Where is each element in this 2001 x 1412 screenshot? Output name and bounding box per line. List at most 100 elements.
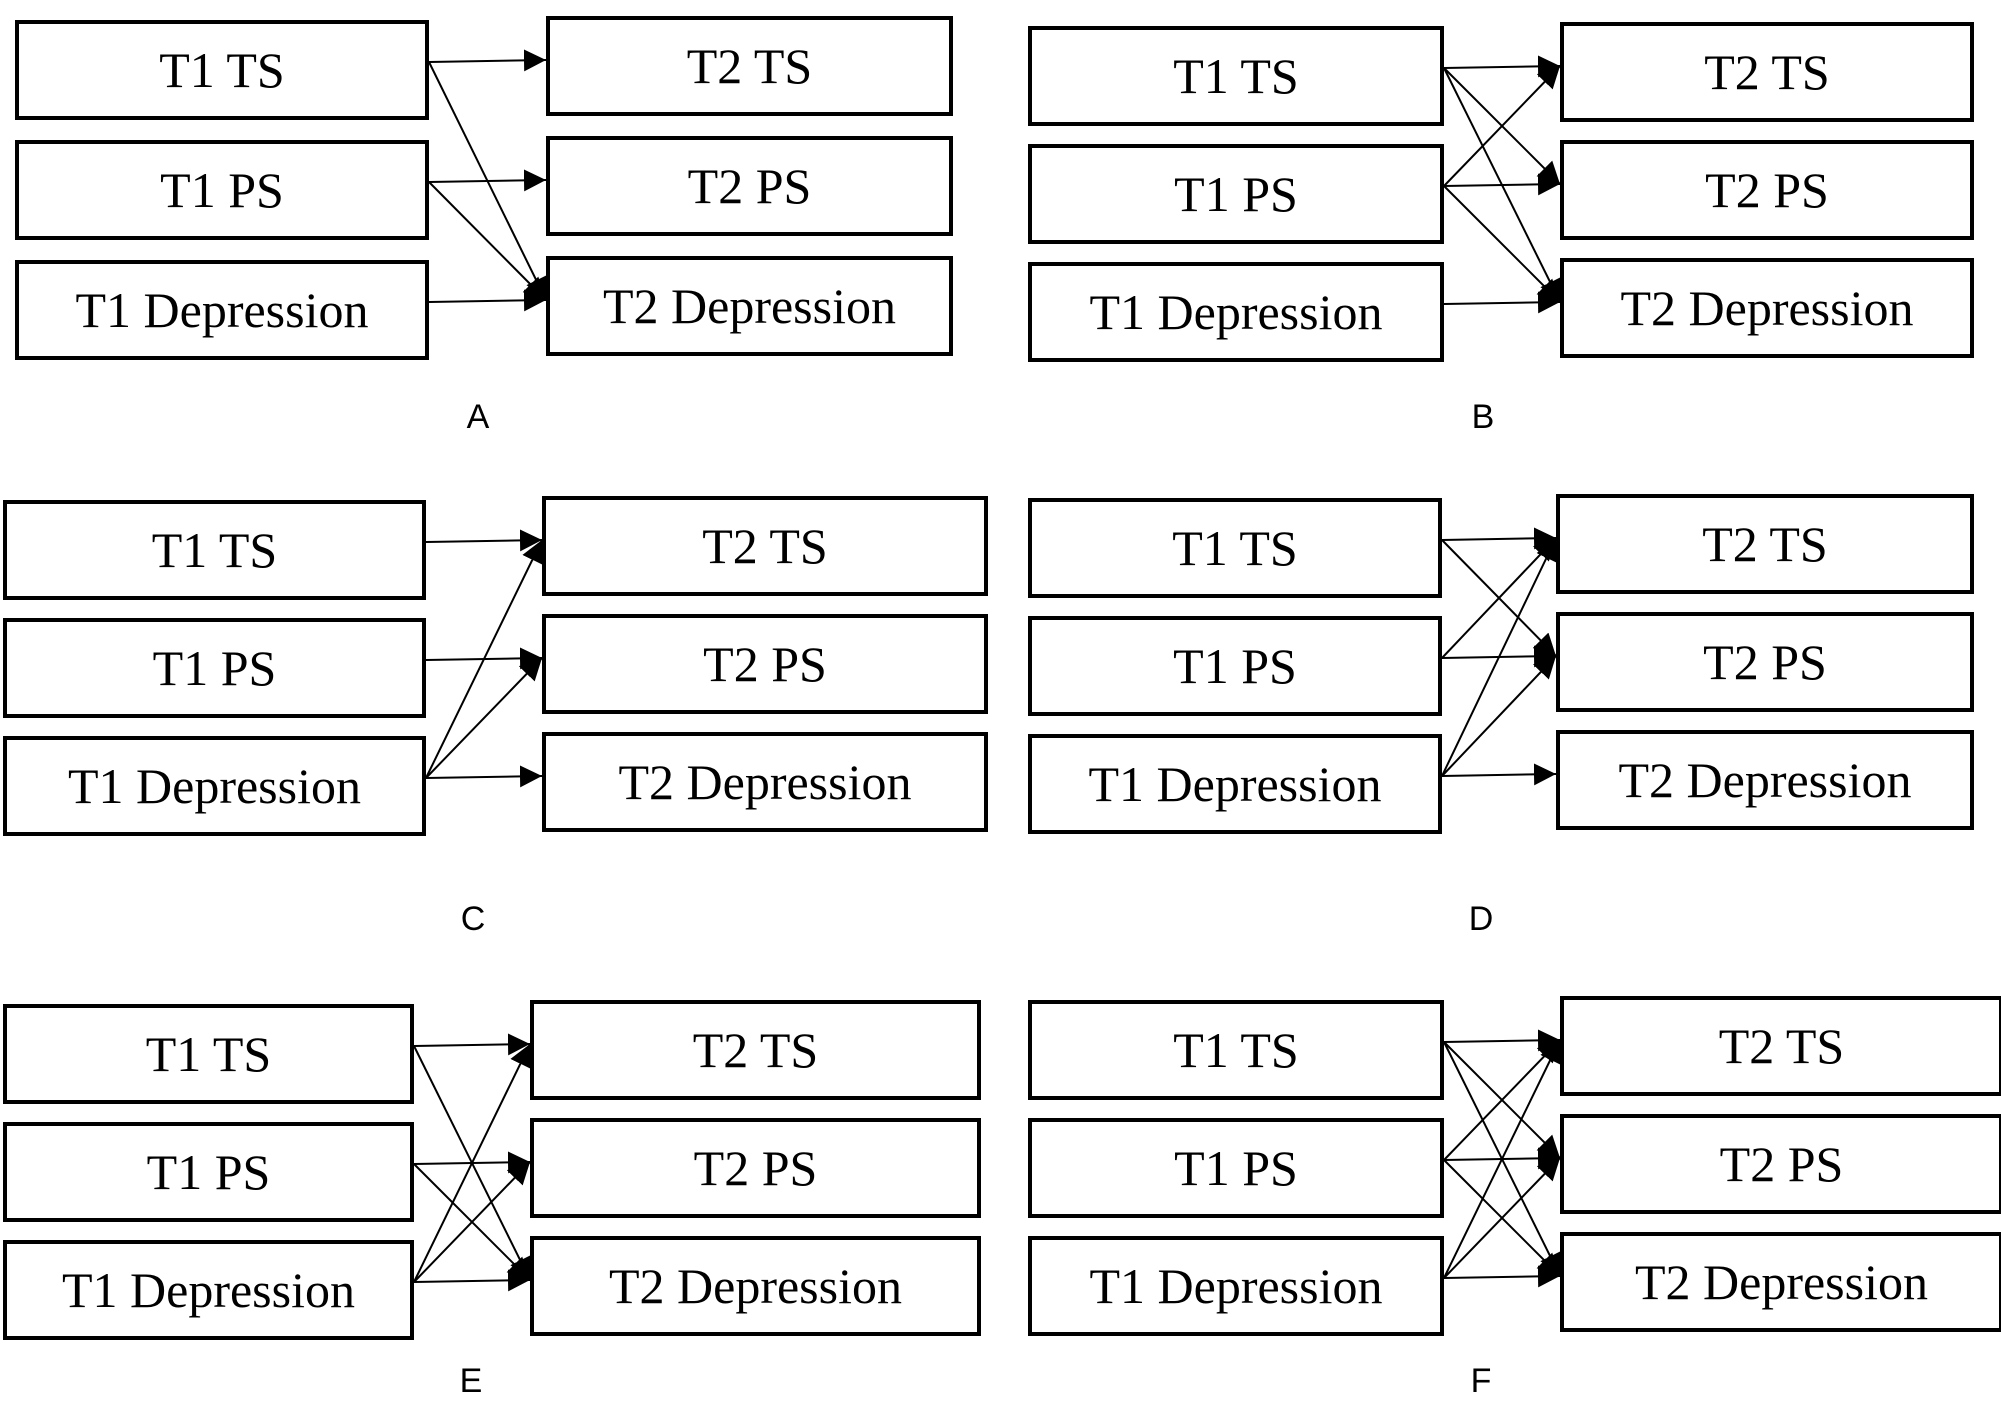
right-variable-label: T2 Depression bbox=[1635, 1254, 1928, 1310]
left-variable-label: T1 PS bbox=[1173, 638, 1297, 694]
path-arrow bbox=[1443, 1029, 1561, 1052]
path-arrow bbox=[413, 1269, 531, 1292]
left-variable-box bbox=[1028, 1118, 1444, 1218]
panel-d: T1 TS T1 PS T1 Depression T2 TS T2 PS T2 Depr… bbox=[1028, 494, 1974, 938]
right-variable-box bbox=[1556, 730, 1974, 830]
path-arrow bbox=[1441, 527, 1557, 550]
left-variable-box bbox=[1028, 616, 1442, 716]
right-variable-box bbox=[1556, 612, 1974, 712]
panel-label: E bbox=[460, 1362, 483, 1400]
path-arrow bbox=[1443, 173, 1561, 196]
right-variable-box bbox=[546, 16, 953, 116]
right-variable-box bbox=[542, 614, 988, 714]
left-variable-label: T1 Depression bbox=[1089, 756, 1382, 812]
left-variable-box bbox=[1028, 262, 1444, 362]
path-arrow bbox=[1443, 1157, 1561, 1279]
path-arrow bbox=[1441, 655, 1557, 777]
path-arrow bbox=[425, 539, 543, 779]
right-variable-box bbox=[1560, 1114, 2001, 1214]
right-variable-label: T2 TS bbox=[1702, 516, 1828, 572]
left-variable-label: T1 Depression bbox=[76, 282, 369, 338]
left-variable-label: T1 Depression bbox=[1090, 284, 1383, 340]
left-variable-box bbox=[3, 500, 426, 600]
left-variable-box bbox=[1028, 734, 1442, 834]
path-arrow bbox=[428, 181, 547, 301]
right-variable-box bbox=[1560, 258, 1974, 358]
panel-a: T1 TS T1 PS T1 Depression T2 TS T2 PS T2 Depr… bbox=[15, 16, 953, 436]
path-arrow bbox=[1441, 537, 1557, 777]
left-variable-label: T1 PS bbox=[160, 162, 284, 218]
right-variable-label: T2 Depression bbox=[603, 278, 896, 334]
left-variable-box bbox=[15, 140, 429, 240]
right-variable-box bbox=[530, 1000, 981, 1100]
left-variable-label: T1 PS bbox=[147, 1144, 271, 1200]
panel-label: D bbox=[1469, 900, 1494, 938]
left-variable-box bbox=[15, 20, 429, 120]
left-variable-label: T1 PS bbox=[1174, 166, 1298, 222]
right-variable-box bbox=[542, 496, 988, 596]
right-variable-box bbox=[1560, 996, 2001, 1096]
path-arrow bbox=[1443, 55, 1561, 78]
path-arrow bbox=[428, 289, 547, 312]
right-variable-box bbox=[1560, 140, 1974, 240]
path-arrow bbox=[1443, 291, 1561, 314]
right-variable-label: T2 TS bbox=[702, 518, 828, 574]
right-variable-label: T2 PS bbox=[694, 1140, 818, 1196]
path-arrow bbox=[1441, 763, 1557, 786]
right-variable-label: T2 Depression bbox=[1621, 280, 1914, 336]
left-variable-label: T1 TS bbox=[152, 522, 278, 578]
left-variable-label: T1 TS bbox=[146, 1026, 272, 1082]
path-arrow bbox=[1443, 1265, 1561, 1288]
left-variable-box bbox=[1028, 1000, 1444, 1100]
path-arrow bbox=[1443, 65, 1561, 187]
left-variable-box bbox=[3, 736, 426, 836]
left-variable-box bbox=[1028, 498, 1442, 598]
left-variable-box bbox=[3, 1122, 414, 1222]
panel-label: F bbox=[1471, 1362, 1492, 1400]
right-variable-box bbox=[530, 1118, 981, 1218]
left-variable-label: T1 TS bbox=[1172, 520, 1298, 576]
path-arrow bbox=[413, 1161, 531, 1283]
left-variable-box bbox=[3, 1240, 414, 1340]
path-arrow bbox=[1443, 185, 1561, 303]
path-arrow bbox=[425, 657, 543, 779]
right-variable-label: T2 PS bbox=[1720, 1136, 1844, 1192]
panel-label: B bbox=[1472, 398, 1495, 436]
right-variable-label: T2 Depression bbox=[609, 1258, 902, 1314]
left-variable-label: T1 TS bbox=[159, 42, 285, 98]
left-variable-label: T1 Depression bbox=[1090, 1258, 1383, 1314]
path-arrow bbox=[413, 1043, 531, 1283]
right-variable-box bbox=[1556, 494, 1974, 594]
left-variable-label: T1 TS bbox=[1173, 1022, 1299, 1078]
path-arrow bbox=[413, 1033, 531, 1056]
right-variable-label: T2 TS bbox=[687, 38, 813, 94]
left-variable-box bbox=[3, 1004, 414, 1104]
right-variable-label: T2 Depression bbox=[1619, 752, 1912, 808]
right-variable-box bbox=[546, 256, 953, 356]
right-variable-box bbox=[542, 732, 988, 832]
left-variable-label: T1 PS bbox=[153, 640, 277, 696]
right-variable-label: T2 PS bbox=[703, 636, 827, 692]
left-variable-box bbox=[1028, 144, 1444, 244]
path-arrow bbox=[1443, 1039, 1561, 1279]
path-arrow bbox=[428, 169, 547, 192]
left-variable-label: T1 Depression bbox=[68, 758, 361, 814]
right-variable-box bbox=[546, 136, 953, 236]
left-variable-label: T1 TS bbox=[1173, 48, 1299, 104]
panel-label: C bbox=[461, 900, 486, 938]
right-variable-label: T2 TS bbox=[1719, 1018, 1845, 1074]
right-variable-label: T2 TS bbox=[1704, 44, 1830, 100]
right-variable-label: T2 PS bbox=[1703, 634, 1827, 690]
panel-label: A bbox=[467, 398, 490, 436]
right-variable-box bbox=[1560, 1232, 2001, 1332]
left-variable-box bbox=[15, 260, 429, 360]
left-variable-label: T1 Depression bbox=[62, 1262, 355, 1318]
left-variable-box bbox=[3, 618, 426, 718]
right-variable-box bbox=[530, 1236, 981, 1336]
right-variable-label: T2 PS bbox=[688, 158, 812, 214]
